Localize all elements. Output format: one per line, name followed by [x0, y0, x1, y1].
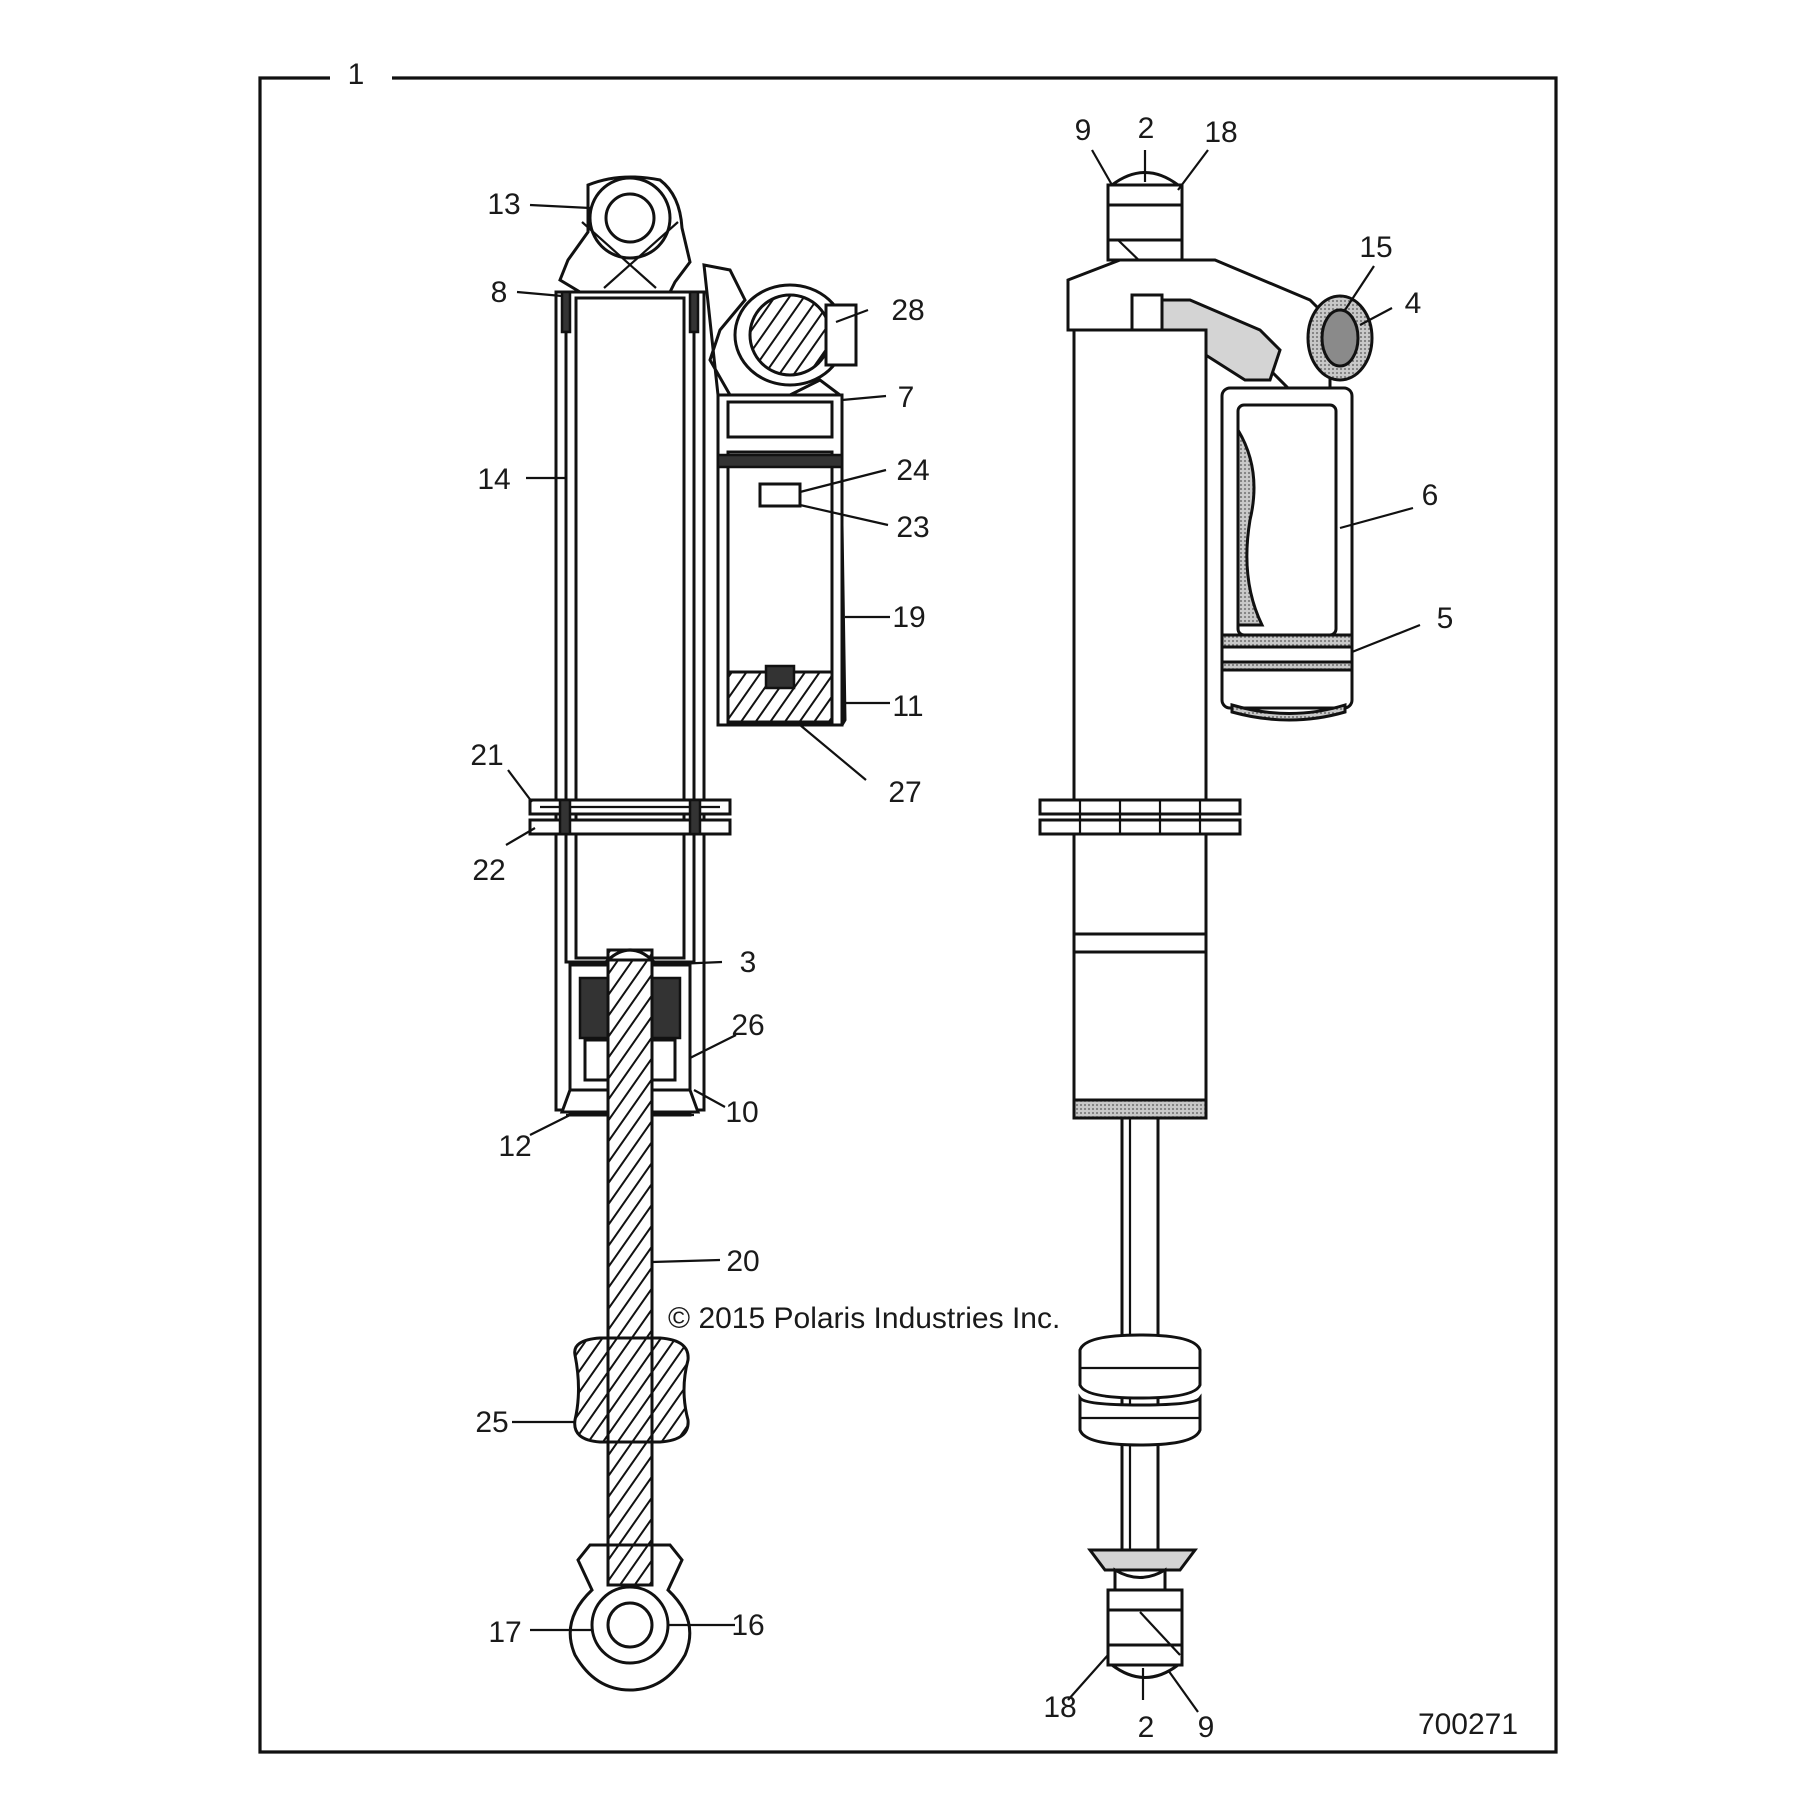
exterior-bump-stop — [1078, 1333, 1202, 1447]
callout-16: 16 — [731, 1609, 764, 1642]
callout-2-bottom: 2 — [1138, 1711, 1155, 1744]
callout-24: 24 — [896, 454, 929, 487]
callout-18-top: 18 — [1204, 116, 1237, 149]
copyright-notice: © 2015 Polaris Industries Inc. — [668, 1302, 1060, 1335]
callout-28: 28 — [891, 294, 924, 327]
spring-seat-collar — [528, 798, 732, 836]
figure-id: 700271 — [1418, 1708, 1518, 1741]
callout-10: 10 — [725, 1096, 758, 1129]
callout-9-top: 9 — [1075, 114, 1092, 147]
callout-6: 6 — [1422, 479, 1439, 512]
callout-12: 12 — [498, 1130, 531, 1163]
part-labels: 1 13 8 14 28 7 24 23 19 11 27 21 22 3 26… — [348, 58, 1454, 1744]
callout-23: 23 — [896, 511, 929, 544]
callout-4: 4 — [1405, 287, 1422, 320]
bottom-eyelet — [568, 1543, 692, 1692]
reservoir-body — [1220, 386, 1354, 722]
reservoir-section — [702, 263, 858, 727]
callout-1: 1 — [348, 58, 365, 91]
callout-26: 26 — [731, 1009, 764, 1042]
threaded-shaft — [604, 948, 656, 1582]
callout-8: 8 — [491, 276, 508, 309]
callout-7: 7 — [898, 381, 915, 414]
bottom-eye-assembly — [1087, 1548, 1198, 1679]
callout-21: 21 — [470, 739, 503, 772]
main-body-tube — [554, 290, 706, 1112]
callout-13: 13 — [487, 188, 520, 221]
leader-lines — [505, 149, 1421, 1713]
callout-5: 5 — [1437, 602, 1454, 635]
callout-9-bottom: 9 — [1198, 1711, 1215, 1744]
callout-2-top: 2 — [1138, 112, 1155, 145]
bump-stop — [573, 1336, 690, 1444]
diagram-frame — [258, 76, 1558, 1754]
callout-27: 27 — [888, 776, 921, 809]
callout-17: 17 — [488, 1616, 521, 1649]
body-head — [1066, 258, 1374, 392]
shock-exterior-view — [1038, 171, 1374, 1679]
callout-25: 25 — [475, 1406, 508, 1439]
shock-cross-section — [528, 175, 858, 1692]
callout-15: 15 — [1359, 231, 1392, 264]
top-eyelet — [558, 175, 692, 294]
callout-18-bottom: 18 — [1043, 1691, 1076, 1724]
callout-19: 19 — [892, 601, 925, 634]
exterior-body — [1038, 328, 1242, 1120]
callout-20: 20 — [726, 1245, 759, 1278]
top-eye-assembly — [1106, 171, 1184, 301]
callout-14: 14 — [477, 463, 510, 496]
callout-11: 11 — [892, 690, 923, 723]
callout-3: 3 — [740, 946, 757, 979]
callout-22: 22 — [472, 854, 505, 887]
